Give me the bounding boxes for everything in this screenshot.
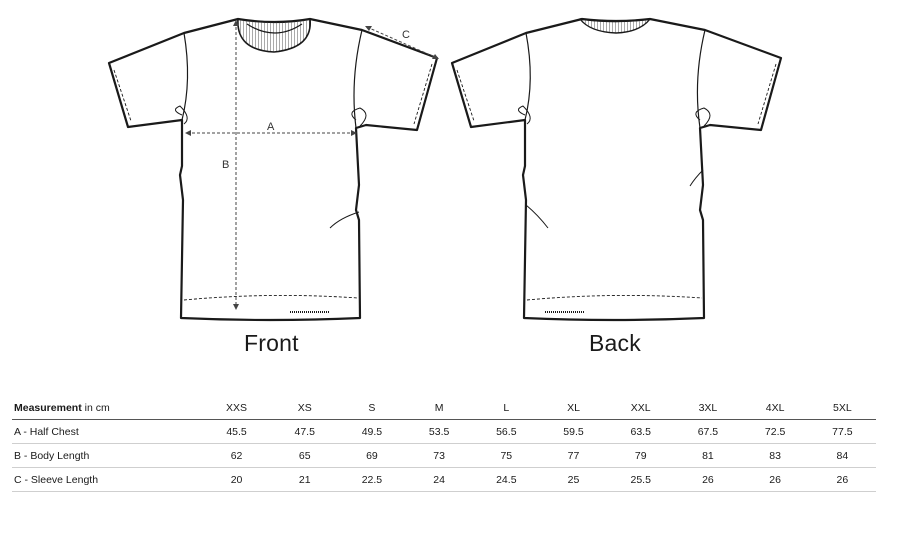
table-cell: 65 bbox=[271, 443, 339, 468]
table-cell: 69 bbox=[338, 443, 406, 468]
table-row: B - Body Length 62 65 69 73 75 77 79 81 … bbox=[12, 443, 876, 468]
table-cell: 67.5 bbox=[674, 419, 742, 444]
table-cell: 56.5 bbox=[472, 419, 540, 444]
measurement-header-label: Measurement bbox=[14, 401, 82, 414]
back-collar-rib bbox=[579, 18, 651, 34]
size-header: 5XL bbox=[808, 396, 876, 420]
arrowhead bbox=[351, 130, 357, 136]
table-cell: 62 bbox=[202, 443, 272, 468]
table-cell: 26 bbox=[741, 467, 809, 492]
table-cell: 73 bbox=[405, 443, 473, 468]
table-row: A - Half Chest 45.5 47.5 49.5 53.5 56.5 … bbox=[12, 419, 876, 444]
table-cell: 53.5 bbox=[405, 419, 473, 444]
arrowhead bbox=[365, 26, 372, 31]
table-cell: 25.5 bbox=[607, 467, 675, 492]
collar-rib bbox=[237, 18, 311, 53]
table-cell: 24 bbox=[405, 467, 473, 492]
table-cell: 26 bbox=[808, 467, 876, 492]
dimension-b-label: B bbox=[222, 159, 229, 171]
size-header: S bbox=[338, 396, 406, 420]
front-view-label: Front bbox=[244, 330, 299, 356]
table-cell: 25 bbox=[539, 467, 608, 492]
size-chart-table: Measurement in cm XXS XS S M L XL XXL 3X… bbox=[12, 396, 876, 492]
size-header: XS bbox=[271, 396, 339, 420]
table-cell: 84 bbox=[808, 443, 876, 468]
dimension-c-label: C bbox=[402, 29, 410, 41]
dimension-c-line bbox=[366, 26, 438, 59]
table-cell: 20 bbox=[202, 467, 272, 492]
table-cell: 72.5 bbox=[741, 419, 809, 444]
size-header: XXL bbox=[607, 396, 675, 420]
measurement-header: Measurement in cm bbox=[12, 396, 202, 420]
back-view-label: Back bbox=[589, 330, 641, 356]
table-header-row: Measurement in cm XXS XS S M L XL XXL 3X… bbox=[12, 396, 876, 420]
measurement-unit: in cm bbox=[81, 401, 110, 414]
front-tshirt-drawing bbox=[107, 17, 439, 322]
table-cell: 59.5 bbox=[539, 419, 608, 444]
size-header: XXS bbox=[202, 396, 272, 420]
table-row: C - Sleeve Length 20 21 22.5 24 24.5 25 … bbox=[12, 467, 876, 492]
table-cell: 24.5 bbox=[472, 467, 540, 492]
table-cell: 22.5 bbox=[338, 467, 406, 492]
size-header: XL bbox=[539, 396, 608, 420]
table-cell: 77.5 bbox=[808, 419, 876, 444]
arrowhead bbox=[233, 304, 239, 310]
dimension-lines bbox=[187, 22, 438, 308]
tshirt-diagrams: A B C bbox=[107, 17, 783, 322]
dimension-a-label: A bbox=[267, 121, 275, 133]
row-label: C - Sleeve Length bbox=[12, 467, 202, 492]
table-cell: 75 bbox=[472, 443, 540, 468]
table-cell: 26 bbox=[674, 467, 742, 492]
arrowhead bbox=[233, 20, 239, 26]
table-cell: 77 bbox=[539, 443, 608, 468]
size-header: 4XL bbox=[741, 396, 809, 420]
size-header: M bbox=[405, 396, 473, 420]
arrowhead bbox=[432, 54, 439, 59]
size-header: 3XL bbox=[674, 396, 742, 420]
table-cell: 79 bbox=[607, 443, 675, 468]
arrowhead bbox=[185, 130, 191, 136]
row-label: B - Body Length bbox=[12, 443, 202, 468]
back-tshirt-drawing bbox=[450, 17, 783, 322]
size-header: L bbox=[472, 396, 540, 420]
row-label: A - Half Chest bbox=[12, 419, 202, 444]
table-cell: 21 bbox=[271, 467, 339, 492]
table-cell: 45.5 bbox=[202, 419, 272, 444]
table-cell: 83 bbox=[741, 443, 809, 468]
table-cell: 49.5 bbox=[338, 419, 406, 444]
table-cell: 47.5 bbox=[271, 419, 339, 444]
table-cell: 63.5 bbox=[607, 419, 675, 444]
table-cell: 81 bbox=[674, 443, 742, 468]
